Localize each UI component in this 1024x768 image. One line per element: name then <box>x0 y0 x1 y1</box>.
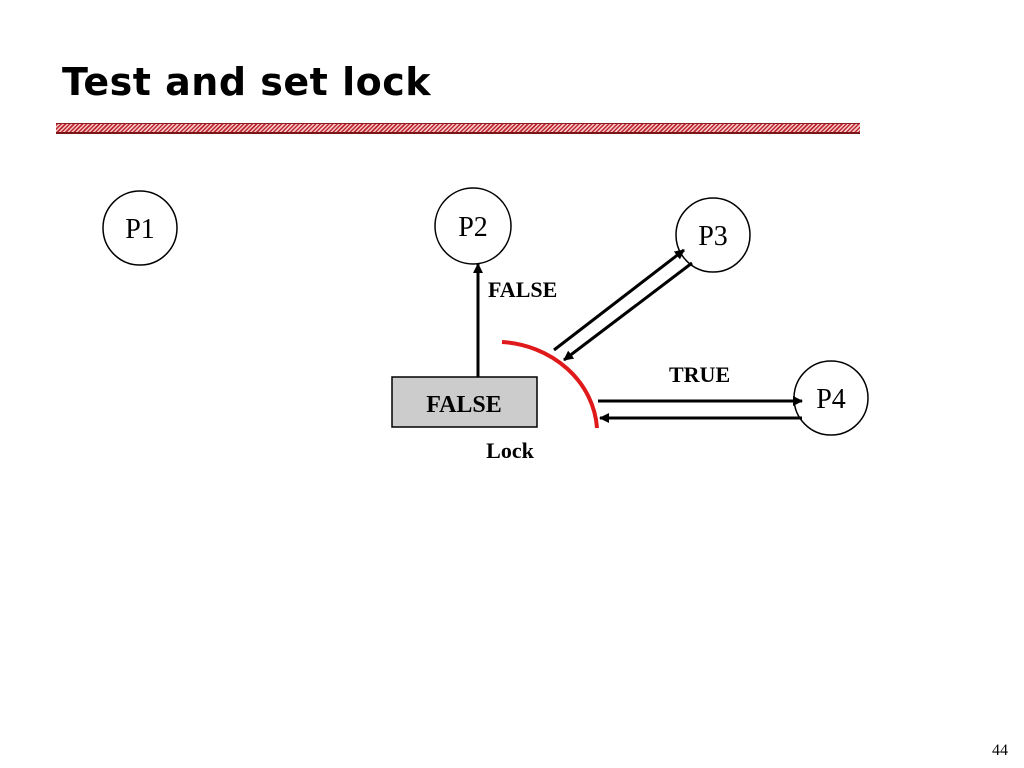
lock-value: FALSE <box>426 392 502 418</box>
slide-title: Test and set lock <box>62 60 431 104</box>
process-circle <box>675 197 751 273</box>
arrow-to-p3 <box>553 248 685 352</box>
title-divider <box>56 123 860 134</box>
process-circle <box>102 190 178 266</box>
lock-caption: Lock <box>486 438 534 463</box>
process-p2: P2 <box>434 187 512 265</box>
lock-box <box>391 376 538 428</box>
edge-label-p2: FALSE <box>488 277 557 302</box>
lock-variable: FALSE <box>391 376 538 428</box>
process-p4: P4 <box>793 360 869 436</box>
process-p1: P1 <box>102 190 178 266</box>
page-number: 44 <box>992 742 1008 759</box>
arrow-from-p3 <box>563 261 693 362</box>
process-p3: P3 <box>675 197 751 273</box>
process-label: P4 <box>816 384 846 415</box>
process-label: P1 <box>125 214 155 245</box>
process-label: P3 <box>698 221 728 252</box>
edge-label-p4: TRUE <box>669 362 730 387</box>
critical-section-arc <box>501 340 599 429</box>
process-label: P2 <box>458 212 488 243</box>
